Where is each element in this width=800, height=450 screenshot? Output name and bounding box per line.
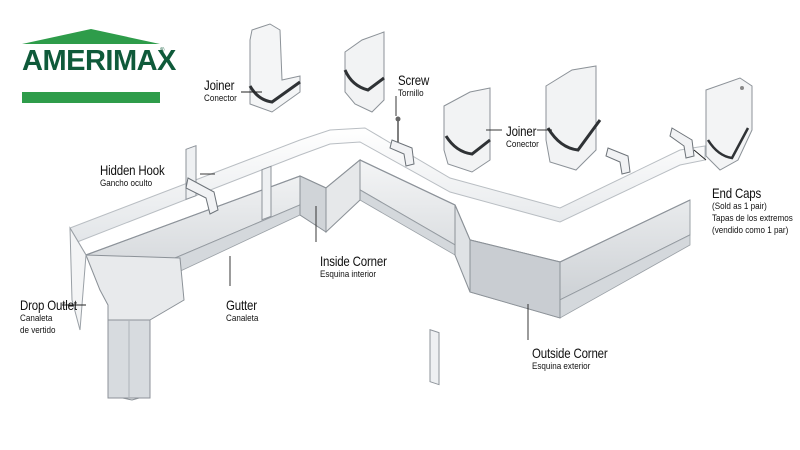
label-end-caps-es: Tapas de los extremos	[712, 213, 793, 224]
label-end-caps-en: End Caps	[712, 185, 762, 201]
label-inside-corner: Inside Corner Esquina interior	[320, 253, 401, 281]
outside-corner-part	[454, 204, 561, 319]
logo-trademark: ®	[160, 48, 165, 54]
label-hidden-hook-es: Gancho oculto	[100, 178, 153, 189]
label-drop-outlet-en: Drop Outlet	[20, 297, 77, 313]
label-end-caps-note-es: (vendido como 1 par)	[712, 225, 789, 236]
label-joiner-left-en: Joiner	[204, 77, 235, 93]
label-drop-outlet-es-line2: de vertido	[20, 325, 56, 336]
label-drop-outlet-es-line1: Canaleta	[20, 313, 53, 324]
screw-part	[395, 116, 401, 142]
inside-corner-part	[299, 158, 361, 234]
hidden-hook-parts	[185, 127, 695, 215]
label-inside-corner-es: Esquina interior	[320, 269, 377, 280]
end-cap-part	[705, 77, 753, 171]
drop-outlet-part	[69, 226, 185, 401]
label-hidden-hook-en: Hidden Hook	[100, 162, 165, 178]
joiner-left-part	[248, 23, 301, 113]
label-joiner-right-en: Joiner	[506, 123, 537, 139]
label-screw-es: Tornillo	[398, 88, 424, 99]
amerimax-logo: AMERIMAX ®	[22, 28, 176, 104]
label-hidden-hook: Hidden Hook Gancho oculto	[100, 162, 179, 190]
label-inside-corner-en: Inside Corner	[320, 253, 387, 269]
label-gutter-es: Canaleta	[226, 313, 259, 324]
label-drop-outlet: Drop Outlet Canaleta de vertido	[20, 298, 89, 337]
label-joiner-right-es: Conector	[506, 139, 539, 150]
joiner-middle-part	[343, 31, 385, 113]
label-joiner-left-es: Conector	[204, 93, 237, 104]
label-joiner-left: Joiner Conector	[204, 77, 243, 105]
label-end-caps-note-en: (Sold as 1 pair)	[712, 201, 767, 212]
label-outside-corner: Outside Corner Esquina exterior	[532, 345, 624, 373]
label-screw: Screw Tornillo	[398, 72, 436, 100]
leader-lines	[62, 91, 707, 340]
joiner-right-part	[443, 65, 602, 173]
label-gutter: Gutter Canaleta	[226, 297, 264, 325]
label-screw-en: Screw	[398, 72, 430, 88]
logo-roof-icon	[22, 29, 160, 44]
label-outside-corner-en: Outside Corner	[532, 345, 608, 361]
label-end-caps: End Caps (Sold as 1 pair) Tapas de los e…	[712, 186, 800, 237]
logo-underline-bar	[22, 92, 160, 103]
label-joiner-right: Joiner Conector	[506, 123, 545, 151]
label-gutter-en: Gutter	[226, 297, 257, 313]
label-outside-corner-es: Esquina exterior	[532, 361, 591, 372]
logo-wordmark: AMERIMAX	[22, 45, 176, 77]
